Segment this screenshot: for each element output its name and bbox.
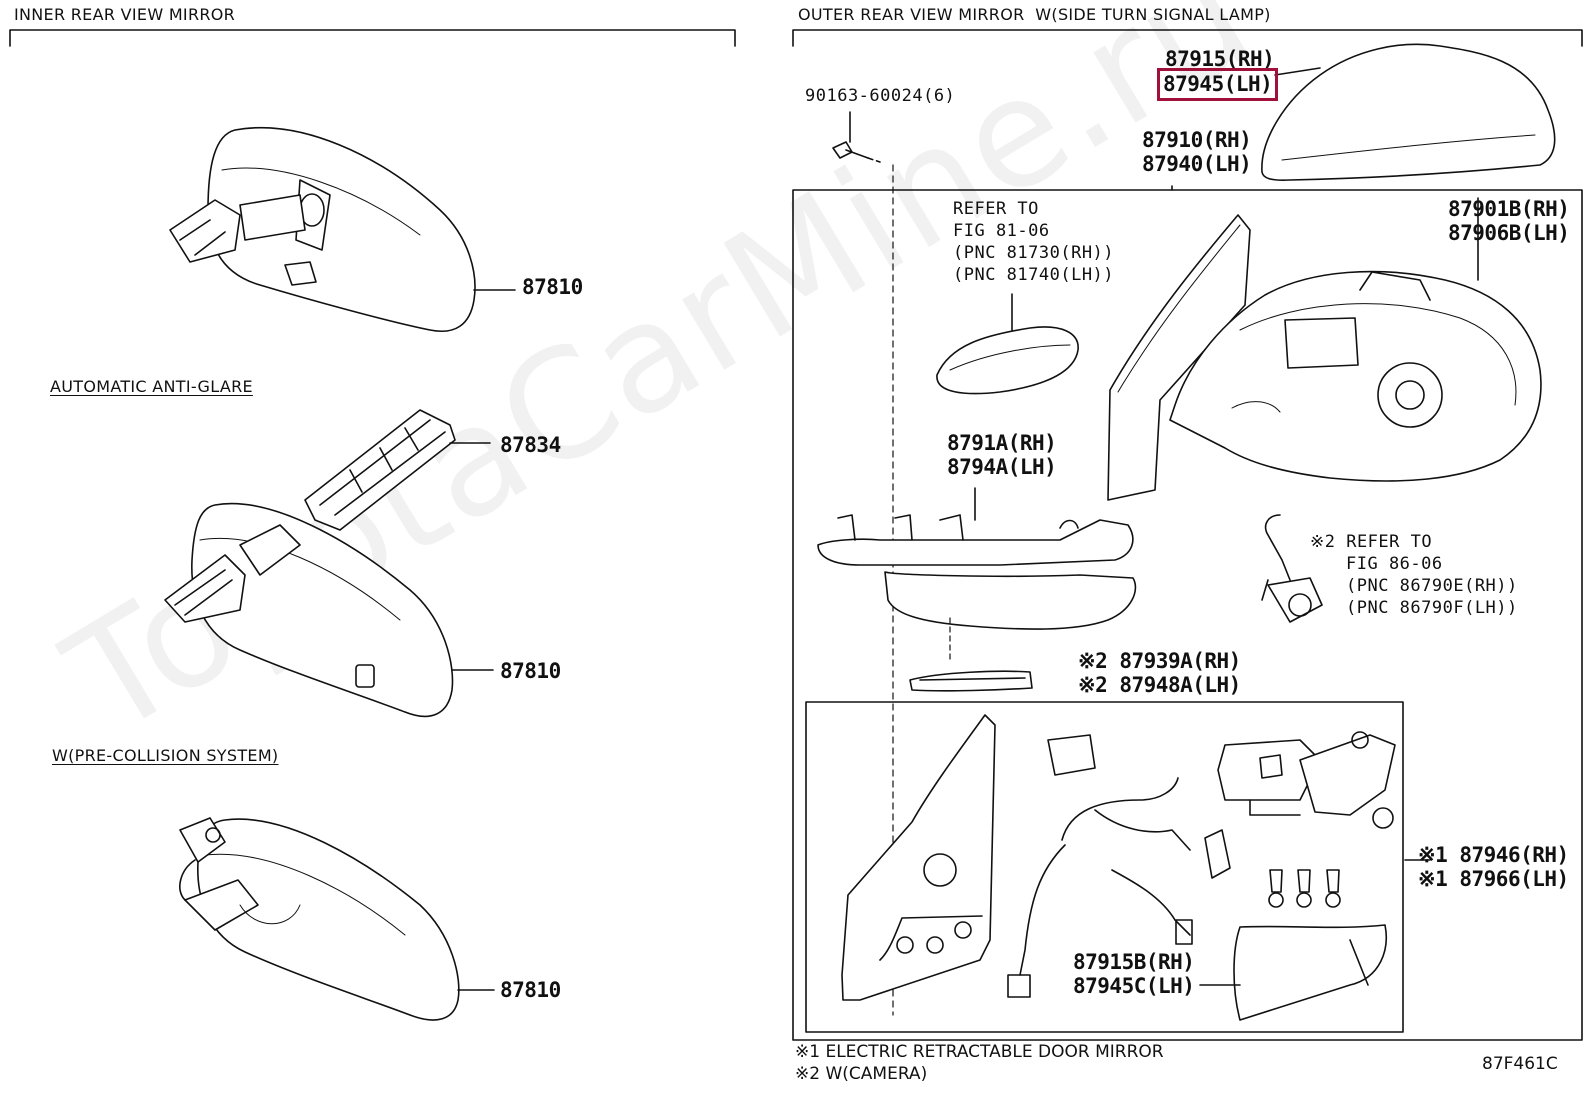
outer-cover-87945 bbox=[1261, 43, 1556, 181]
inner-section-bracket bbox=[9, 29, 736, 47]
lower-cover-87945c bbox=[1199, 924, 1387, 1021]
bolt-part bbox=[832, 111, 881, 163]
ref1-line2[interactable]: FIG 81-06 bbox=[953, 221, 1050, 241]
part-number-87915b-rh[interactable]: 87915B(RH) bbox=[1073, 950, 1195, 974]
retract-motor-87966 bbox=[1217, 731, 1431, 861]
ref2-line2[interactable]: FIG 86-06 bbox=[1346, 554, 1443, 574]
inner-section-title: INNER REAR VIEW MIRROR bbox=[14, 5, 236, 24]
camera-part bbox=[1261, 514, 1323, 623]
part-number-87810-c[interactable]: 87810 bbox=[500, 978, 561, 1002]
anti-glare-label: AUTOMATIC ANTI-GLARE bbox=[50, 377, 253, 396]
outer-section-title: OUTER REAR VIEW MIRROR W(SIDE TURN SIGNA… bbox=[798, 5, 1271, 24]
part-number-87915-rh[interactable]: 87915(RH) bbox=[1165, 47, 1275, 71]
ref2-line4: (PNC 86790F(LH)) bbox=[1346, 598, 1518, 618]
part-number-87945-lh-highlighted[interactable]: 87945(LH) bbox=[1156, 68, 1279, 101]
part-number-87945c-lh[interactable]: 87945C(LH) bbox=[1073, 974, 1195, 998]
wire-harness bbox=[1007, 734, 1231, 998]
part-number-87940-lh[interactable]: 87940(LH) bbox=[1142, 152, 1252, 176]
figure-code: 87F461C bbox=[1482, 1054, 1558, 1074]
part-number-87834[interactable]: 87834 bbox=[500, 433, 561, 457]
pre-collision-label: W(PRE-COLLISION SYSTEM) bbox=[52, 746, 279, 765]
assembly-box bbox=[792, 189, 1583, 1041]
part-number-bolt[interactable]: 90163-60024(6) bbox=[805, 86, 956, 106]
ref1-line3: (PNC 81730(RH)) bbox=[953, 243, 1115, 263]
mirror-housing-87906b bbox=[1169, 197, 1542, 482]
footnote-2: ※2 W(CAMERA) bbox=[795, 1064, 928, 1084]
part-number-87901b-rh[interactable]: 87901B(RH) bbox=[1448, 197, 1570, 221]
inner-mirror-2 bbox=[164, 502, 494, 718]
mirror-base-bracket bbox=[841, 714, 996, 1001]
footnote-1: ※1 ELECTRIC RETRACTABLE DOOR MIRROR bbox=[795, 1042, 1164, 1062]
screws bbox=[1268, 869, 1341, 908]
ref2-line1: ※2 REFER TO bbox=[1310, 532, 1433, 552]
inner-mirror-3 bbox=[179, 817, 495, 1021]
turn-lamp-cover bbox=[936, 293, 1079, 395]
part-number-87906b-lh[interactable]: 87906B(LH) bbox=[1448, 221, 1570, 245]
part-number-8791a-rh[interactable]: 8791A(RH) bbox=[947, 431, 1057, 455]
outer-section-bracket bbox=[792, 29, 1583, 47]
part-number-87810-a[interactable]: 87810 bbox=[522, 275, 583, 299]
part-number-87910-rh[interactable]: 87910(RH) bbox=[1142, 128, 1252, 152]
inner-mirror-1 bbox=[169, 126, 516, 332]
camera-cover-87948a bbox=[909, 670, 1033, 692]
side-turn-lamp-8794a bbox=[817, 487, 1137, 661]
part-number-8794a-lh[interactable]: 8794A(LH) bbox=[947, 455, 1057, 479]
ref2-line3: (PNC 86790E(RH)) bbox=[1346, 576, 1518, 596]
ref1-line4: (PNC 81740(LH)) bbox=[953, 265, 1115, 285]
mirror-glass-87940 bbox=[1107, 214, 1251, 501]
part-number-87939a-rh[interactable]: ※2 87939A(RH) bbox=[1078, 649, 1241, 673]
retract-unit-box bbox=[805, 701, 1404, 1033]
part-number-87966-lh[interactable]: ※1 87966(LH) bbox=[1418, 867, 1569, 891]
part-number-87948a-lh[interactable]: ※2 87948A(LH) bbox=[1078, 673, 1241, 697]
mirror-cover-87834 bbox=[304, 409, 491, 531]
part-number-87946-rh[interactable]: ※1 87946(RH) bbox=[1418, 843, 1569, 867]
ref1-line1: REFER TO bbox=[953, 199, 1039, 219]
part-number-87810-b[interactable]: 87810 bbox=[500, 659, 561, 683]
